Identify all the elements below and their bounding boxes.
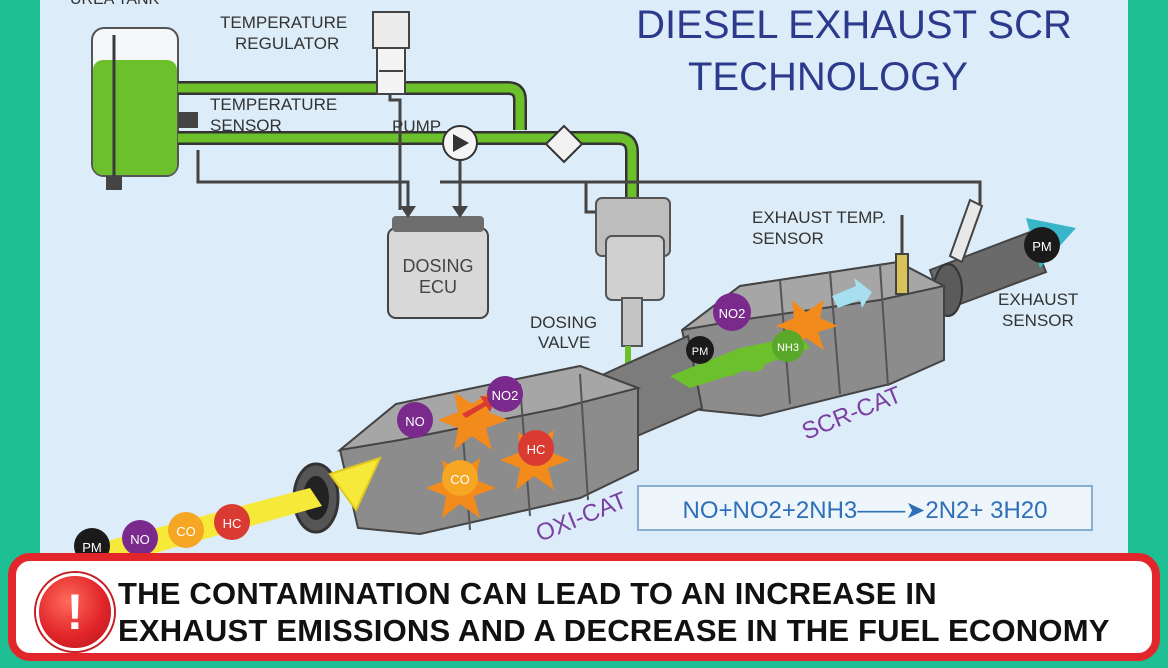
temp-regulator-label-2: REGULATOR bbox=[235, 34, 339, 53]
exclamation-icon: ! bbox=[36, 573, 114, 651]
exhaust-sensor-label-1: EXHAUST bbox=[998, 290, 1078, 309]
exhaust-temp-sensor: EXHAUST TEMP. SENSOR bbox=[752, 208, 909, 295]
outlet-pm-molecule bbox=[1024, 227, 1060, 263]
reaction-equation: NO+NO2+2NH3——➤2N2+ 3H20 bbox=[637, 485, 1093, 531]
temp-sensor-label-1: TEMPERATURE bbox=[210, 95, 337, 114]
scr-cat-molecules: NO2 PM NH3 bbox=[670, 278, 872, 388]
warning-message: THE CONTAMINATION CAN LEAD TO AN INCREAS… bbox=[118, 575, 1158, 649]
scr-molecule-no2: NO2 bbox=[719, 306, 746, 321]
scr-molecule-nh3: NH3 bbox=[777, 342, 799, 354]
oxi-cat-molecules: NO NO2 HC CO bbox=[397, 376, 570, 518]
dosing-ecu: DOSING ECU bbox=[387, 206, 489, 319]
diagram-title-line1: DIESEL EXHAUST SCR bbox=[636, 3, 1072, 47]
urea-tank: UREA TANK bbox=[70, 0, 198, 190]
oxi-molecule-co: CO bbox=[450, 472, 470, 487]
oxi-molecule-no2: NO2 bbox=[492, 388, 519, 403]
scr-diagram-panel: DIESEL EXHAUST SCR TECHNOLOGY UREA TANK bbox=[40, 0, 1128, 600]
exhaust-temp-sensor-label-2: SENSOR bbox=[752, 229, 824, 248]
inlet-molecule-no: NO bbox=[130, 532, 150, 547]
inlet-molecule-pm: PM bbox=[82, 540, 102, 555]
exhaust-sensor: EXHAUST SENSOR bbox=[948, 198, 1078, 330]
temp-sensor-label-2: SENSOR bbox=[210, 116, 282, 135]
pump-label: PUMP bbox=[392, 117, 441, 136]
wiring bbox=[196, 40, 982, 258]
warning-line-1: THE CONTAMINATION CAN LEAD TO AN INCREAS… bbox=[118, 576, 937, 611]
temp-regulator-label-1: TEMPERATURE bbox=[220, 13, 347, 32]
scr-molecule-pm: PM bbox=[692, 346, 709, 358]
temperature-regulator: TEMPERATURE REGULATOR bbox=[220, 11, 410, 95]
diagram-title-line2: TECHNOLOGY bbox=[688, 55, 968, 99]
equation-text: NO+NO2+2NH3——➤2N2+ 3H20 bbox=[683, 497, 1048, 524]
oxi-molecule-hc: HC bbox=[527, 442, 546, 457]
exhaust-temp-sensor-label-1: EXHAUST TEMP. bbox=[752, 208, 886, 227]
exhaust-sensor-label-2: SENSOR bbox=[1002, 311, 1074, 330]
filter-icon bbox=[544, 124, 584, 164]
dosing-valve-label-2: VALVE bbox=[538, 333, 590, 352]
inlet-arrow-icon bbox=[328, 456, 382, 512]
dosing-ecu-label-2: ECU bbox=[419, 277, 457, 297]
dosing-valve-label-1: DOSING bbox=[530, 313, 597, 332]
outlet-pm-label: PM bbox=[1032, 239, 1052, 254]
warning-line-2: EXHAUST EMISSIONS AND A DECREASE IN THE … bbox=[118, 613, 1110, 648]
dosing-ecu-label-1: DOSING bbox=[402, 256, 473, 276]
warning-banner: ! THE CONTAMINATION CAN LEAD TO AN INCRE… bbox=[8, 553, 1160, 661]
oxi-molecule-no: NO bbox=[405, 414, 425, 429]
pump: PUMP bbox=[392, 117, 478, 161]
scr-diagram: DIESEL EXHAUST SCR TECHNOLOGY UREA TANK bbox=[70, 0, 1093, 572]
urea-tank-label: UREA TANK bbox=[70, 0, 160, 8]
inlet-molecule-hc: HC bbox=[223, 516, 242, 531]
inlet-molecule-co: CO bbox=[176, 524, 196, 539]
